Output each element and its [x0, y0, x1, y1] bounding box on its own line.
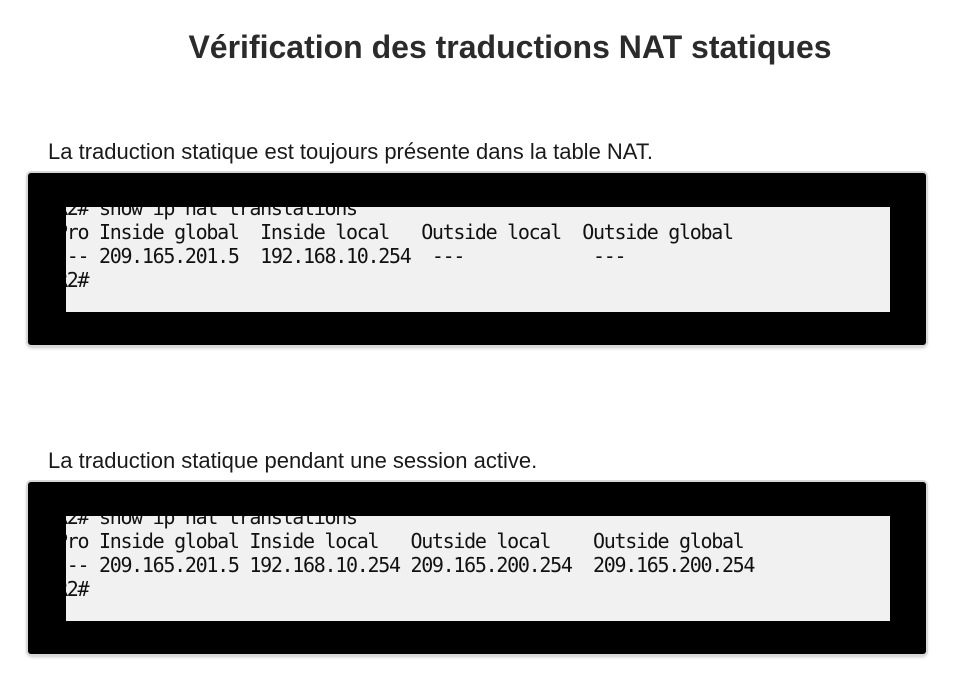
terminal-line-command: R2# show ip nat translations — [66, 207, 358, 220]
terminal-line-command: R2# show ip nat translations — [66, 516, 358, 529]
page-title: Vérification des traductions NAT statiqu… — [188, 29, 832, 66]
terminal-line-header: Pro Inside global Inside local Outside l… — [66, 529, 745, 553]
terminal-line-header: Pro Inside global Inside local Outside l… — [66, 220, 734, 244]
terminal-line-prompt: R2# — [66, 577, 90, 601]
section-1-caption: La traduction statique est toujours prés… — [48, 139, 653, 164]
terminal-line-entry: --- 209.165.201.5 192.168.10.254 --- --- — [66, 244, 627, 268]
terminal-line-entry: --- 209.165.201.5 192.168.10.254 209.165… — [66, 553, 755, 577]
section-2-caption: La traduction statique pendant une sessi… — [48, 448, 538, 473]
terminal-line-prompt: R2# — [66, 268, 90, 292]
